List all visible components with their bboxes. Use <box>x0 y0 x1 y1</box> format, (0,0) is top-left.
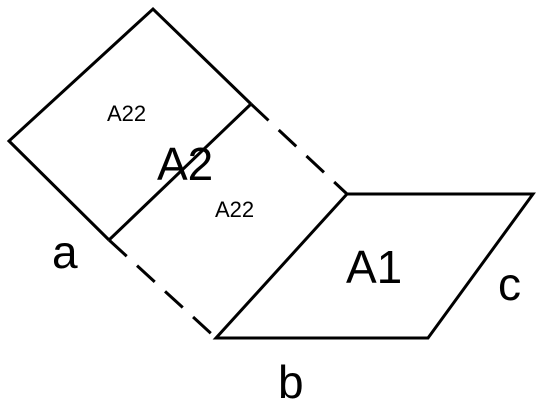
a1-parallelogram <box>212 192 536 340</box>
a22-upper-label: A22 <box>107 101 146 126</box>
side-b-label: b <box>278 356 304 406</box>
side-a-label: a <box>52 226 78 278</box>
a22-upper-rectangle-outline <box>6 6 253 242</box>
a22-lower-label: A22 <box>215 197 254 222</box>
a1-label: A1 <box>346 241 402 293</box>
side-c-label: c <box>498 258 521 310</box>
a2-label: A2 <box>157 138 213 190</box>
dashed-upper-edge <box>249 102 349 196</box>
a2-divider-line <box>107 102 253 242</box>
dashed-lower-edge <box>107 238 218 340</box>
